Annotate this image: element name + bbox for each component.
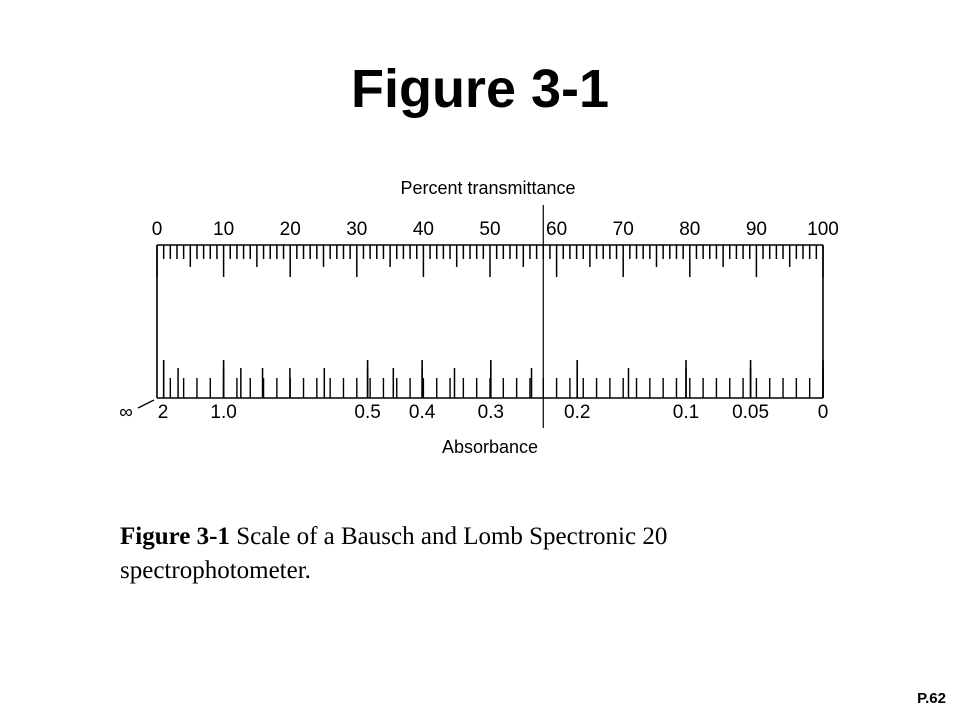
transmittance-tick-label: 80 bbox=[679, 219, 700, 240]
transmittance-tick-label: 70 bbox=[613, 219, 634, 240]
absorbance-tick-label: 1.0 bbox=[210, 402, 236, 423]
absorbance-tick-label: 0.4 bbox=[409, 402, 436, 423]
transmittance-tick-label: 0 bbox=[152, 219, 163, 240]
caption-label: Figure 3-1 bbox=[120, 523, 230, 550]
transmittance-tick-label: 10 bbox=[213, 219, 234, 240]
transmittance-tick-label: 30 bbox=[346, 219, 367, 240]
page-number: P.62 bbox=[917, 690, 946, 707]
absorbance-tick-label: 0.1 bbox=[673, 402, 699, 423]
absorbance-ticks bbox=[162, 360, 824, 398]
absorbance-tick-labels: ∞ 2 1.0 0.5 0.4 0.3 0.2 0.1 0.05 0 bbox=[119, 399, 829, 423]
infinity-leader-line bbox=[137, 399, 155, 409]
figure-caption: Figure 3-1 Scale of a Bausch and Lomb Sp… bbox=[120, 520, 840, 588]
transmittance-tick-label: 100 bbox=[807, 219, 839, 240]
absorbance-tick-label: 0.05 bbox=[732, 402, 769, 423]
transmittance-tick-label: 40 bbox=[413, 219, 434, 240]
slide-title: Figure 3-1 bbox=[350, 59, 610, 119]
absorbance-tick-label: 0 bbox=[818, 402, 829, 423]
absorbance-axis-label: Absorbance bbox=[442, 437, 538, 457]
transmittance-tick-label: 60 bbox=[546, 219, 567, 240]
absorbance-tick-label: 2 bbox=[158, 402, 169, 423]
transmittance-ticks bbox=[156, 245, 824, 277]
absorbance-tick-label: 0.5 bbox=[354, 402, 380, 423]
transmittance-tick-labels: 0 10 20 30 40 50 60 70 80 90 100 bbox=[152, 219, 839, 240]
absorbance-tick-label: 0.3 bbox=[478, 402, 504, 423]
transmittance-tick-label: 90 bbox=[746, 219, 767, 240]
absorbance-tick-label: 0.2 bbox=[564, 402, 590, 423]
caption-text: Scale of a Bausch and Lomb Spectronic 20… bbox=[120, 523, 668, 584]
absorbance-tick-label: ∞ bbox=[119, 402, 133, 423]
transmittance-axis-label: Percent transmittance bbox=[400, 178, 575, 198]
transmittance-tick-label: 50 bbox=[479, 219, 500, 240]
transmittance-tick-label: 20 bbox=[280, 219, 301, 240]
